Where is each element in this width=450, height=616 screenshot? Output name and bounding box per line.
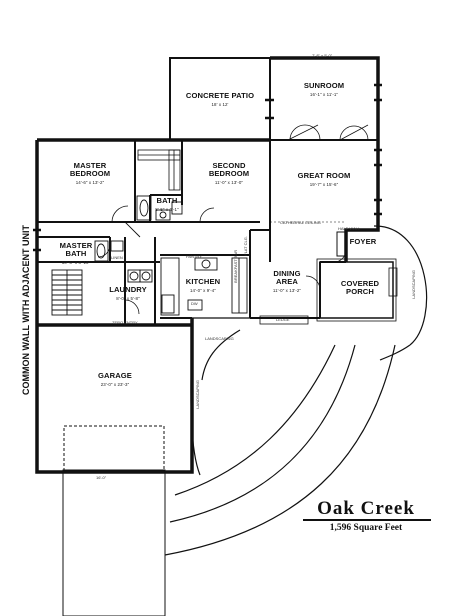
kitchen-dims: 14'-0" x 9'-4" — [190, 287, 216, 293]
flat-clg-note: FLAT CLG. — [243, 236, 248, 256]
window-marks — [33, 83, 382, 252]
covered-porch-label: COVERED PORCH — [334, 280, 386, 296]
bath-name: BATH — [156, 196, 178, 205]
interior-walls — [37, 58, 378, 325]
ledge-outline — [259, 315, 309, 325]
bath-dims: 8'-5" x 6'-1" — [155, 206, 179, 212]
sunroom-dims: 16'-1" x 11'-1" — [309, 91, 339, 97]
concrete-patio-dims: 18' x 12' — [211, 101, 229, 107]
title-underline — [303, 519, 431, 521]
laundry-fixtures — [127, 269, 153, 283]
half-wall — [336, 231, 346, 257]
landscaping-note-c: LANDSCAPING — [411, 270, 416, 299]
dw-note: DW — [191, 301, 198, 306]
common-wall-label: COMMON WALL WITH ADJACENT UNIT — [21, 225, 31, 395]
sunroom-name: SUNROOM — [303, 81, 345, 90]
closet-shelving — [137, 149, 181, 191]
linen-note: LINEN — [111, 255, 123, 260]
breakfast-bar-note: BREAKFAST BAR — [233, 250, 238, 283]
pantry-note: PANTRY — [186, 254, 202, 259]
second-bedroom-dims: 11'-0" x 13'-0" — [214, 179, 244, 185]
ledge-note: LEDGE — [276, 317, 290, 322]
great-room-dims: 19'-7" x 15'-6" — [309, 181, 339, 187]
covered-porch-name: COVERED PORCH — [340, 279, 380, 296]
exterior-walls — [35, 56, 380, 474]
stairs — [51, 269, 83, 316]
concrete-patio-name: CONCRETE PATIO — [185, 91, 255, 100]
second-bedroom-name: SECOND BEDROOM — [208, 161, 250, 178]
kitchen-counters — [160, 257, 248, 316]
sunroom-doors — [287, 124, 369, 141]
landscaping-note-a: LANDSCAPING — [205, 336, 234, 341]
dining-area-name: DINING AREA — [273, 269, 301, 286]
half-wall-note: HALF WALL — [338, 226, 361, 231]
foyer-label: FOYER — [346, 238, 380, 246]
bath-fixtures — [136, 195, 183, 221]
doors — [97, 205, 347, 315]
cathedral-ceiling-note: CATHEDRAL CEILING — [280, 220, 321, 225]
zero-entry-note: ZERO ENTRY — [112, 320, 138, 325]
master-bedroom-name: MASTER BEDROOM — [69, 161, 111, 178]
square-footage: 1,596 Square Feet — [329, 523, 403, 533]
landscaping-note-b: LANDSCAPING — [195, 380, 200, 409]
master-bath-name: MASTER BATH — [59, 241, 93, 258]
foyer-name: FOYER — [349, 237, 377, 246]
master-bedroom-dims: 14'-6" x 13'-2" — [75, 179, 105, 185]
driveway — [62, 425, 166, 616]
master-bath-dims: 10'-6" x 8'-10" — [61, 259, 91, 265]
plan-title: Oak Creek — [317, 498, 415, 519]
laundry-dims: 8'-0" x 5'-8" — [116, 295, 140, 301]
garage-name: GARAGE — [98, 371, 132, 380]
kitchen-name: KITCHEN — [185, 277, 221, 286]
laundry-name: LAUNDRY — [109, 285, 147, 294]
great-room-name: GREAT ROOM — [297, 171, 351, 180]
garage-dims: 23'-0" x 23'-3" — [100, 381, 130, 387]
dining-area-dims: 11'-0" x 13'-2" — [272, 287, 302, 293]
sunroom-top-dim: 7'-8" x 5'-0" — [312, 53, 333, 58]
garage-door-dim: 16'-0" — [96, 475, 107, 480]
